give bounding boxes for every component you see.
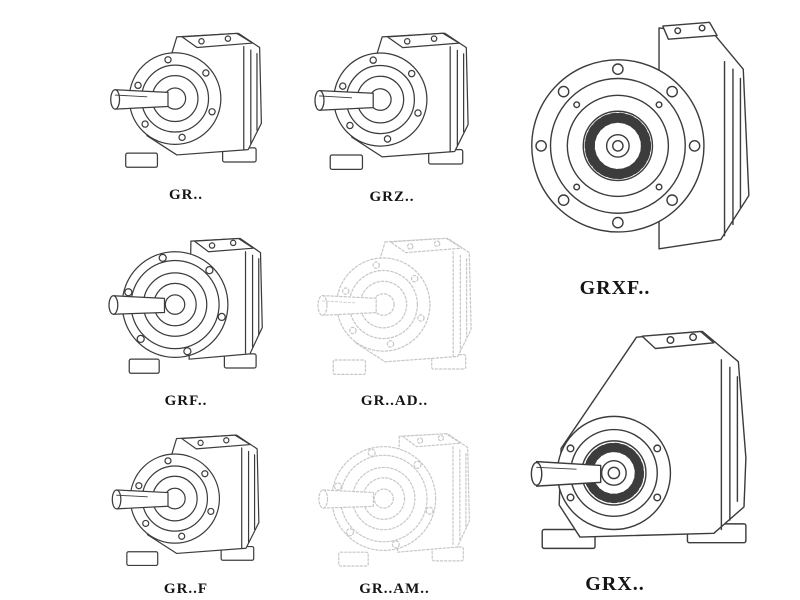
gearbox-drawing-grxf <box>514 13 776 275</box>
product-cell-gram: GR..AM.. <box>292 412 497 598</box>
gearbox-drawing-grz <box>298 13 486 187</box>
gearbox-drawing-gr <box>94 13 279 185</box>
product-label-grz: GRZ.. <box>369 189 415 205</box>
product-label-grff: GR..F <box>163 581 209 597</box>
gearbox-drawing-grf <box>94 219 279 391</box>
gearbox-drawing-grad <box>301 219 489 391</box>
gearbox-drawing-grff <box>96 419 276 579</box>
product-cell-grff: GR..F <box>88 412 284 598</box>
product-cell-grz: GRZ.. <box>292 4 492 206</box>
product-label-grad: GR..AD.. <box>360 393 429 409</box>
product-label-grx: GRX.. <box>585 573 645 595</box>
product-cell-gr: GR.. <box>88 4 284 204</box>
gearbox-drawing-grx <box>514 307 776 571</box>
product-cell-grf: GRF.. <box>88 206 284 410</box>
product-label-grf: GRF.. <box>164 393 208 409</box>
product-cell-grad: GR..AD.. <box>292 208 497 410</box>
product-cell-grxf: GRXF.. <box>502 0 788 300</box>
product-cell-grx: GRX.. <box>502 298 788 596</box>
product-label-gram: GR..AM.. <box>359 581 430 597</box>
product-label-grxf: GRXF.. <box>579 277 651 299</box>
gearbox-drawing-gram <box>304 419 486 579</box>
product-label-gr: GR.. <box>169 187 203 203</box>
